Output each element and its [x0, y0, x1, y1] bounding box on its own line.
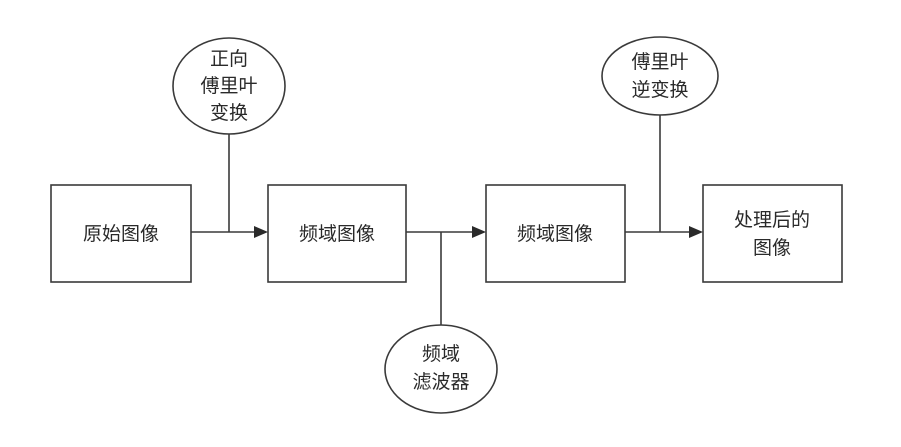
forward-ft-line-1: 正向: [210, 48, 248, 70]
box-processed-image: 处理后的 图像: [702, 184, 843, 283]
box-original-image-line-1: 原始图像: [83, 223, 159, 245]
arrowhead-to-freq2: [472, 226, 486, 238]
box-frequency-image-2-line-1: 频域图像: [517, 223, 593, 245]
box-frequency-image-1-line-1: 频域图像: [299, 223, 375, 245]
arrowhead-to-freq1: [254, 226, 268, 238]
box-processed-image-line-2: 图像: [753, 237, 791, 259]
ellipse-frequency-filter: 频域 滤波器: [384, 324, 498, 414]
box-processed-image-line-1: 处理后的: [734, 209, 810, 231]
forward-ft-line-3: 变换: [210, 102, 248, 124]
ellipse-forward-fourier-transform: 正向 傅里叶 变换: [172, 37, 286, 135]
inverse-ft-line-1: 傅里叶: [631, 51, 688, 73]
box-frequency-image-1: 频域图像: [267, 184, 407, 283]
freq-filter-line-1: 频域: [422, 343, 460, 365]
ellipse-inverse-fourier-transform: 傅里叶 逆变换: [601, 36, 719, 116]
box-frequency-image-2: 频域图像: [485, 184, 626, 283]
inverse-ft-line-2: 逆变换: [631, 79, 688, 101]
box-original-image: 原始图像: [50, 184, 192, 283]
arrowhead-to-processed: [689, 226, 703, 238]
forward-ft-line-2: 傅里叶: [200, 75, 257, 97]
freq-filter-line-2: 滤波器: [412, 371, 469, 393]
